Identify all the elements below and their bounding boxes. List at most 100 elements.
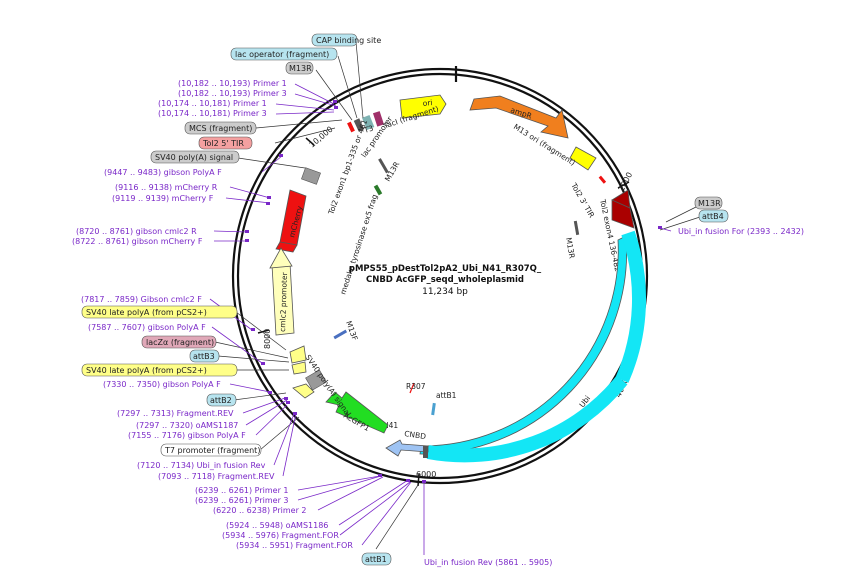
primer-label[interactable]: (5924 .. 5948) oAMS1186: [226, 521, 328, 530]
tick-label-8000: 8000: [263, 329, 272, 349]
attb1-inner-mark[interactable]: [431, 402, 436, 416]
m13f-label: M13F: [344, 320, 359, 342]
attb1-inner-label: attB1: [436, 391, 457, 400]
ori-label: ori: [422, 98, 433, 108]
attb4-label: attB4: [702, 212, 724, 221]
primer-label[interactable]: (6239 .. 6261) Primer 3: [195, 496, 289, 505]
sv40-late-inner-2[interactable]: [291, 361, 307, 375]
laci-fragment-mark[interactable]: [372, 111, 384, 127]
primer-label[interactable]: (8722 .. 8761) gibson mCherry F: [72, 237, 203, 246]
m13r-top-label: M13R: [289, 64, 312, 73]
n41-label: N41: [383, 421, 398, 430]
attb2-label: attB2: [210, 396, 232, 405]
r307-label: R307: [406, 382, 426, 391]
tick-label-10000: 10,000: [308, 125, 335, 150]
box-sv40-polya-top[interactable]: SV40 poly(A) signal: [150, 150, 240, 164]
lac-operator-label: lac operator (fragment): [235, 50, 329, 59]
box-lacz-alpha[interactable]: lacZα (fragment): [141, 335, 217, 349]
box-t7-promoter[interactable]: T7 promoter (fragment): [160, 443, 262, 457]
box-mcs-fragment[interactable]: MCS (fragment): [184, 121, 257, 135]
attb3-label: attB3: [193, 352, 215, 361]
primer-label[interactable]: (10,182 .. 10,193) Primer 1: [178, 79, 287, 88]
t3-mark-red[interactable]: [347, 121, 355, 133]
ubi-arc-band[interactable]: [615, 230, 647, 383]
m13f-mark[interactable]: [333, 329, 348, 340]
tol2-5-tir-label: Tol2 5' TIR: [202, 139, 244, 148]
ex5-frag-mark[interactable]: [378, 158, 389, 174]
primer-marks: [245, 100, 662, 483]
tick-10000: [305, 137, 315, 146]
ampr-feature[interactable]: [469, 95, 569, 139]
t3-label: T3: [362, 123, 375, 135]
primer-label[interactable]: (6239 .. 6261) Primer 1: [195, 486, 289, 495]
primer-label[interactable]: (7297 .. 7320) oAMS1187: [136, 421, 238, 430]
primer-label[interactable]: Ubi_in fusion Rev (5861 .. 5905): [424, 558, 552, 567]
box-tol2-5-tir[interactable]: Tol2 5' TIR: [198, 136, 253, 150]
attb1-bottom-label: attB1: [365, 555, 387, 564]
primer-label[interactable]: (5934 .. 5976) Fragment.FOR: [222, 531, 339, 540]
tick-8000: [257, 329, 270, 334]
ubi-arc-band-2[interactable]: [426, 375, 628, 463]
map-title-line-1: pMPS55_pDestTol2pA2_Ubi_N41_R307Q_: [349, 264, 542, 274]
sv40-inner-feature[interactable]: [292, 383, 315, 399]
m13r-inner-label-2: M13R: [564, 237, 577, 259]
m13r-inner-mark-2[interactable]: [573, 220, 580, 236]
tol2-3tir-mark[interactable]: [598, 175, 607, 184]
sv40-polya-top-label: SV40 poly(A) signal: [155, 153, 233, 162]
t7-promoter-label: T7 promoter (fragment): [164, 446, 260, 455]
box-attb3[interactable]: attB3: [189, 349, 220, 363]
tick-6000: [417, 473, 420, 487]
lac-promoter-mark[interactable]: [362, 114, 375, 130]
tol2-3tir-label: Tol2 3' TIR: [569, 181, 596, 220]
primer-label[interactable]: (8720 .. 8761) gibson cmlc2 R: [76, 227, 197, 236]
box-attb1-bottom[interactable]: attB1: [361, 552, 392, 566]
primer-label[interactable]: (7587 .. 7607) gibson PolyA F: [88, 323, 206, 332]
cnbd-feature[interactable]: [385, 439, 429, 457]
primer-label[interactable]: (9116 .. 9138) mCherry R: [115, 183, 218, 192]
m13r-right-label: M13R: [698, 199, 721, 208]
tick-2000: [617, 181, 630, 189]
box-attb2[interactable]: attB2: [206, 393, 237, 407]
m13-ori-feature[interactable]: [569, 146, 597, 171]
lac-operator-mark[interactable]: [353, 118, 365, 132]
map-length: 11,234 bp: [422, 287, 468, 297]
primer-label[interactable]: (10,174 .. 10,181) Primer 1: [158, 99, 267, 108]
cap-binding-site-label: CAP binding site: [316, 36, 381, 45]
mcs-fragment-label: MCS (fragment): [189, 124, 252, 133]
box-leader-lines: [214, 41, 705, 550]
primer-label[interactable]: (7817 .. 7859) Gibson cmlc2 F: [81, 295, 202, 304]
primer-label[interactable]: (5934 .. 5951) Fragment.FOR: [236, 541, 353, 550]
primer-label[interactable]: (10,174 .. 10,181) Primer 3: [158, 109, 267, 118]
box-attb4[interactable]: attB4: [698, 209, 729, 223]
tick-label-6000: 6000: [416, 470, 436, 479]
box-m13r-top[interactable]: M13R: [285, 61, 314, 75]
r307-mark[interactable]: [409, 382, 415, 394]
cmlc2-promoter-arrowhead[interactable]: [269, 247, 293, 269]
primer-label[interactable]: (7120 .. 7134) Ubi_in fusion Rev: [137, 461, 266, 470]
primer-label[interactable]: (6220 .. 6238) Primer 2: [213, 506, 307, 515]
ex5-frag-green[interactable]: [373, 184, 383, 196]
box-m13r-right[interactable]: M13R: [694, 196, 723, 210]
primer-label[interactable]: (7093 .. 7118) Fragment.REV: [158, 472, 275, 481]
tol2-exon1-grey[interactable]: [301, 167, 321, 185]
acgfp-feature[interactable]: [325, 391, 389, 434]
primer-label[interactable]: (7155 .. 7176) gibson PolyA F: [128, 431, 246, 440]
ori-feature[interactable]: [399, 94, 447, 119]
box-sv40-late-2[interactable]: SV40 late polyA (from pCS2+): [81, 363, 238, 377]
tol2-exon4-arrowhead[interactable]: [611, 189, 631, 209]
primer-label[interactable]: (7297 .. 7313) Fragment.REV: [117, 409, 234, 418]
primer-label[interactable]: (9119 .. 9139) mCherry F: [112, 194, 214, 203]
box-sv40-late-1[interactable]: SV40 late polyA (from pCS2+): [81, 305, 238, 319]
cnbd-grey-mark[interactable]: [423, 446, 428, 458]
cmlc2-promoter-label: cmlc2 promoter: [278, 271, 289, 332]
box-cap-binding-site[interactable]: CAP binding site: [311, 33, 381, 47]
primer-label[interactable]: (10,182 .. 10,193) Primer 3: [178, 89, 287, 98]
box-lac-operator[interactable]: lac operator (fragment): [230, 47, 338, 61]
primer-label[interactable]: (9447 .. 9483) gibson PolyA F: [104, 168, 222, 177]
primer-label[interactable]: (7330 .. 7350) gibson PolyA F: [103, 380, 221, 389]
sv40-late-inner-1[interactable]: [289, 345, 307, 364]
primer-label[interactable]: Ubi_in fusion For (2393 .. 2432): [678, 227, 804, 236]
backbone-outer: [231, 67, 649, 485]
sv40-grey-mark[interactable]: [305, 369, 327, 391]
